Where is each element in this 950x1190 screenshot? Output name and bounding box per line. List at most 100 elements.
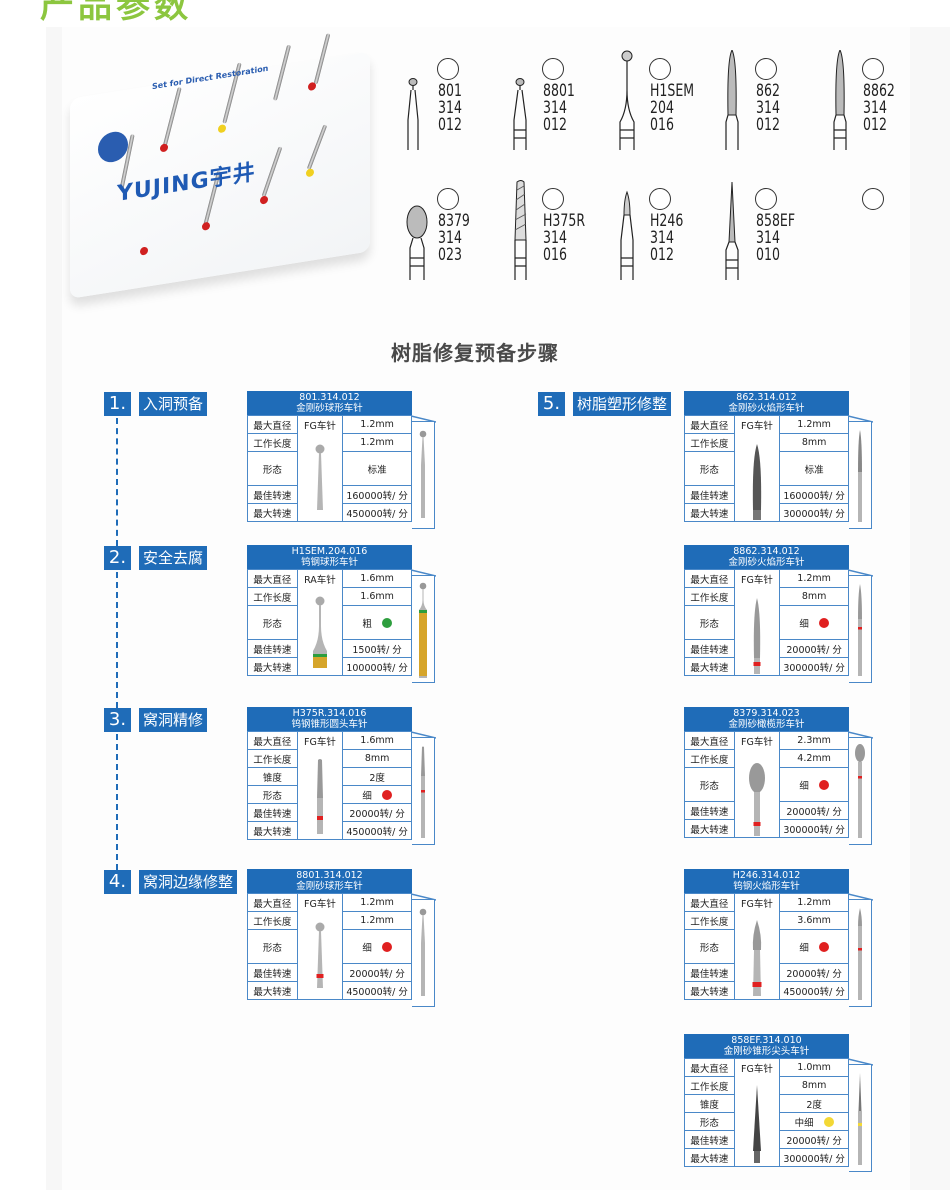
brand-logo-icon xyxy=(98,129,128,165)
step-2-label: 安全去腐 xyxy=(139,546,208,570)
ring-icon xyxy=(160,143,168,153)
spec-value: 细 xyxy=(779,767,849,802)
spec-value: 中细 xyxy=(779,1112,849,1131)
full-bur-icon xyxy=(858,908,862,1000)
full-bur-icon xyxy=(421,746,425,838)
spec-value: 1.6mm xyxy=(342,587,412,606)
card-header: H1SEM.204.016 钨钢球形车针 xyxy=(247,545,412,569)
ball-bur-photo-icon xyxy=(315,922,325,988)
spec-value: 1.2mm xyxy=(342,911,412,930)
catalog-code: 862 314 012 xyxy=(756,81,780,135)
catalog-code: 8801 314 012 xyxy=(543,81,575,135)
spec-label: 最大直径 xyxy=(684,415,735,434)
spec-value: 160000转/ 分 xyxy=(342,485,412,504)
card-code: 862.314.012 xyxy=(736,392,797,403)
spec-value: 20000转/ 分 xyxy=(342,963,412,982)
full-bur-panel xyxy=(849,575,872,683)
spec-label: 最佳转速 xyxy=(247,485,298,504)
spec-value: 8mm xyxy=(342,749,412,768)
flame-bur-photo-icon xyxy=(752,920,762,996)
grit-label: 细 xyxy=(362,790,372,802)
red-grit-dot-icon xyxy=(818,779,829,790)
ra-ball-bur-photo-icon xyxy=(312,596,327,668)
spec-label: 最大直径 xyxy=(684,731,735,750)
spec-label: 最佳转速 xyxy=(684,963,735,982)
full-bur-panel xyxy=(412,737,435,845)
bur-icon xyxy=(162,87,182,149)
step-5-label: 树脂塑形修整 xyxy=(573,392,672,416)
spec-value: 450000转/ 分 xyxy=(779,981,849,1000)
spec-label: 形态 xyxy=(684,767,735,802)
catalog-item: 801 314 012 xyxy=(405,50,505,160)
yellow-grit-dot-icon xyxy=(823,1116,834,1127)
spec-label: 最大直径 xyxy=(247,893,298,912)
spec-label: 形态 xyxy=(247,785,298,804)
catalog-item: 8801 314 012 xyxy=(510,50,610,160)
green-grit-dot-icon xyxy=(381,617,392,628)
spec-value: 300000转/ 分 xyxy=(779,657,849,676)
spec-label: 工作长度 xyxy=(684,433,735,452)
spec-label: 工作长度 xyxy=(247,433,298,452)
spec-value: 1.2mm xyxy=(779,893,849,912)
spec-value: 1500转/ 分 xyxy=(342,639,412,658)
spec-value: 4.2mm xyxy=(779,749,849,768)
catalog-code: H375R 314 016 xyxy=(543,211,586,265)
egg-bur-photo-icon xyxy=(748,763,765,836)
card-code: 8379.314.023 xyxy=(733,708,800,719)
step-5-number: 5. xyxy=(538,392,565,416)
bur-type: FG车针 xyxy=(741,421,773,432)
spec-value: 8mm xyxy=(779,1076,849,1095)
full-bur-panel xyxy=(849,1064,872,1172)
spec-label: 工作长度 xyxy=(247,911,298,930)
spec-value: 1.0mm xyxy=(779,1058,849,1077)
product-card: 8379.314.023 金刚砂橄榄形车针 最大直径 FG车针 2.3mm 工作… xyxy=(684,707,874,845)
spec-value: 300000转/ 分 xyxy=(779,1148,849,1167)
spec-value: 3.6mm xyxy=(779,911,849,930)
step-connector xyxy=(116,418,118,546)
empty-slot-circle xyxy=(542,188,564,210)
product-box-photo: Set for Direct Restoration YUJING宇井 xyxy=(62,33,382,300)
taper-bur-drawing-icon xyxy=(514,180,527,280)
spec-label: 最大直径 xyxy=(247,415,298,434)
spec-label: 形态 xyxy=(247,451,298,486)
bur-type: FG车针 xyxy=(304,421,336,432)
bur-type: FG车针 xyxy=(741,1064,773,1075)
spec-value: 细 xyxy=(342,929,412,964)
spec-label: 最大直径 xyxy=(247,731,298,750)
full-bur-icon xyxy=(419,908,427,996)
spec-label: 形态 xyxy=(684,1112,735,1131)
card-header: 862.314.012 金刚砂火焰形车针 xyxy=(684,391,849,415)
bur-image-cell: FG车针 xyxy=(733,893,781,1000)
spec-label: 工作长度 xyxy=(684,911,735,930)
spec-label: 最佳转速 xyxy=(247,803,298,822)
empty-slot-circle xyxy=(649,58,671,80)
spec-value: 300000转/ 分 xyxy=(779,503,849,522)
spec-value: 标准 xyxy=(779,451,849,486)
spec-value: 20000转/ 分 xyxy=(779,963,849,982)
bur-catalog: 801 314 012 8801 314 012 H1SEM 204 016 8… xyxy=(405,50,905,290)
card-name: 金刚砂火焰形车针 xyxy=(728,557,805,568)
spec-value: 1.2mm xyxy=(779,415,849,434)
catalog-code: 8862 314 012 xyxy=(863,81,895,135)
ring-icon xyxy=(306,168,314,178)
card-name: 钨钢锥形圆头车针 xyxy=(291,719,368,730)
spec-value: 1.2mm xyxy=(779,569,849,588)
page-heading: 产品参数 xyxy=(40,0,192,26)
ring-icon xyxy=(140,246,148,256)
spec-value: 20000转/ 分 xyxy=(779,1130,849,1149)
bur-image-cell: FG车针 xyxy=(733,731,781,838)
step-2-number: 2. xyxy=(104,546,131,570)
product-card: 858EF.314.010 金刚砂锥形尖头车针 最大直径 FG车针 1.0mm … xyxy=(684,1034,874,1172)
spec-value: 1.2mm xyxy=(342,415,412,434)
spec-label: 最大转速 xyxy=(684,1148,735,1167)
needle-bur-photo-icon xyxy=(752,1085,761,1163)
spec-value: 2.3mm xyxy=(779,731,849,750)
card-code: 858EF.314.010 xyxy=(731,1035,802,1046)
spec-label: 最大直径 xyxy=(684,1058,735,1077)
step-1-label: 入洞预备 xyxy=(139,392,208,416)
product-card: H246.314.012 钨钢火焰形车针 最大直径 FG车针 1.2mm 工作长… xyxy=(684,869,874,1007)
spec-value: 20000转/ 分 xyxy=(779,639,849,658)
